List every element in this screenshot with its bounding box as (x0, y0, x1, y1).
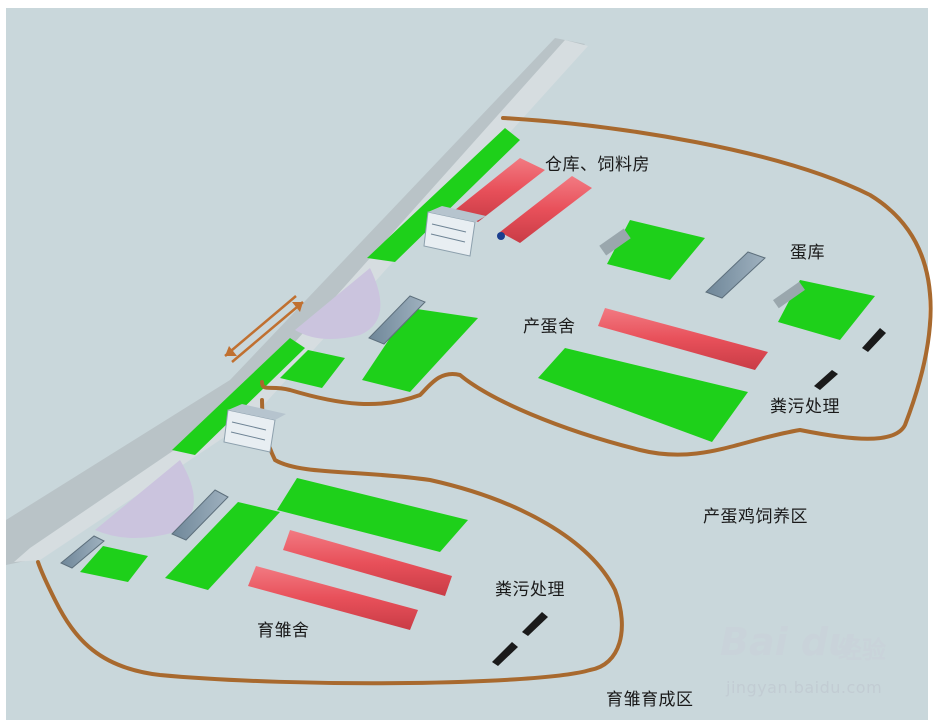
brooding-house-building-1 (283, 530, 452, 596)
green-field-small-upper (280, 350, 345, 388)
warehouse-building-1 (455, 158, 545, 222)
green-field-top (607, 220, 705, 280)
manure-unit-upper-1 (862, 328, 886, 352)
label-brooding-house: 育雏舍 (257, 621, 310, 641)
main-road (6, 38, 585, 565)
label-egg-store: 蛋库 (790, 243, 825, 263)
arrow-head-down (225, 346, 237, 356)
watermark-url: jingyan.baidu.com (726, 678, 883, 697)
green-belt-top (367, 128, 520, 262)
watermark-brand-cn: 经验 (838, 636, 886, 664)
feed-silo (497, 232, 505, 240)
green-field-large-mid (538, 348, 748, 442)
label-warehouse-feed: 仓库、饲料房 (545, 155, 650, 175)
green-field-lower-small (80, 546, 148, 582)
manure-unit-lower-1 (522, 612, 548, 636)
green-belt-mid (172, 338, 305, 455)
green-field-lower-left (165, 502, 280, 590)
office-building-upper (423, 206, 486, 257)
equipment-row-top (599, 228, 631, 256)
office-building-lower (223, 404, 286, 453)
gate-building (60, 535, 105, 569)
green-field-lower-large (277, 478, 468, 552)
boundary-laying-zone (260, 116, 933, 457)
label-manure-upper: 粪污处理 (770, 397, 840, 417)
label-laying-zone: 产蛋鸡饲养区 (703, 507, 808, 527)
watermark-brand: Bai du (720, 620, 856, 664)
laying-house-building (598, 308, 768, 370)
green-field-egg-store (778, 280, 875, 340)
brooding-house-building-2 (248, 566, 418, 630)
label-manure-lower: 粪污处理 (495, 580, 565, 600)
egg-store-building (705, 251, 766, 299)
warehouse-building-2 (500, 176, 592, 243)
road-edge (14, 40, 588, 562)
manure-unit-upper-2 (814, 370, 838, 390)
service-building-upper (368, 295, 426, 345)
boundary-rearing-zone (36, 398, 624, 686)
equipment-row-egg (773, 281, 805, 309)
baidu-watermark: Bai du 经验 jingyan.baidu.com (718, 618, 928, 706)
green-field-mid-left (362, 308, 478, 392)
label-rearing-zone: 育雏育成区 (606, 690, 694, 710)
service-building-lower (171, 489, 229, 541)
label-laying-house: 产蛋舍 (523, 317, 576, 337)
traffic-arrow-down (224, 295, 297, 357)
plaza-lower (95, 460, 194, 539)
traffic-arrow-up (231, 301, 304, 363)
manure-unit-lower-2 (492, 642, 518, 666)
plaza-upper (295, 268, 381, 339)
ground-area (6, 8, 928, 720)
arrow-head-up (292, 302, 303, 312)
